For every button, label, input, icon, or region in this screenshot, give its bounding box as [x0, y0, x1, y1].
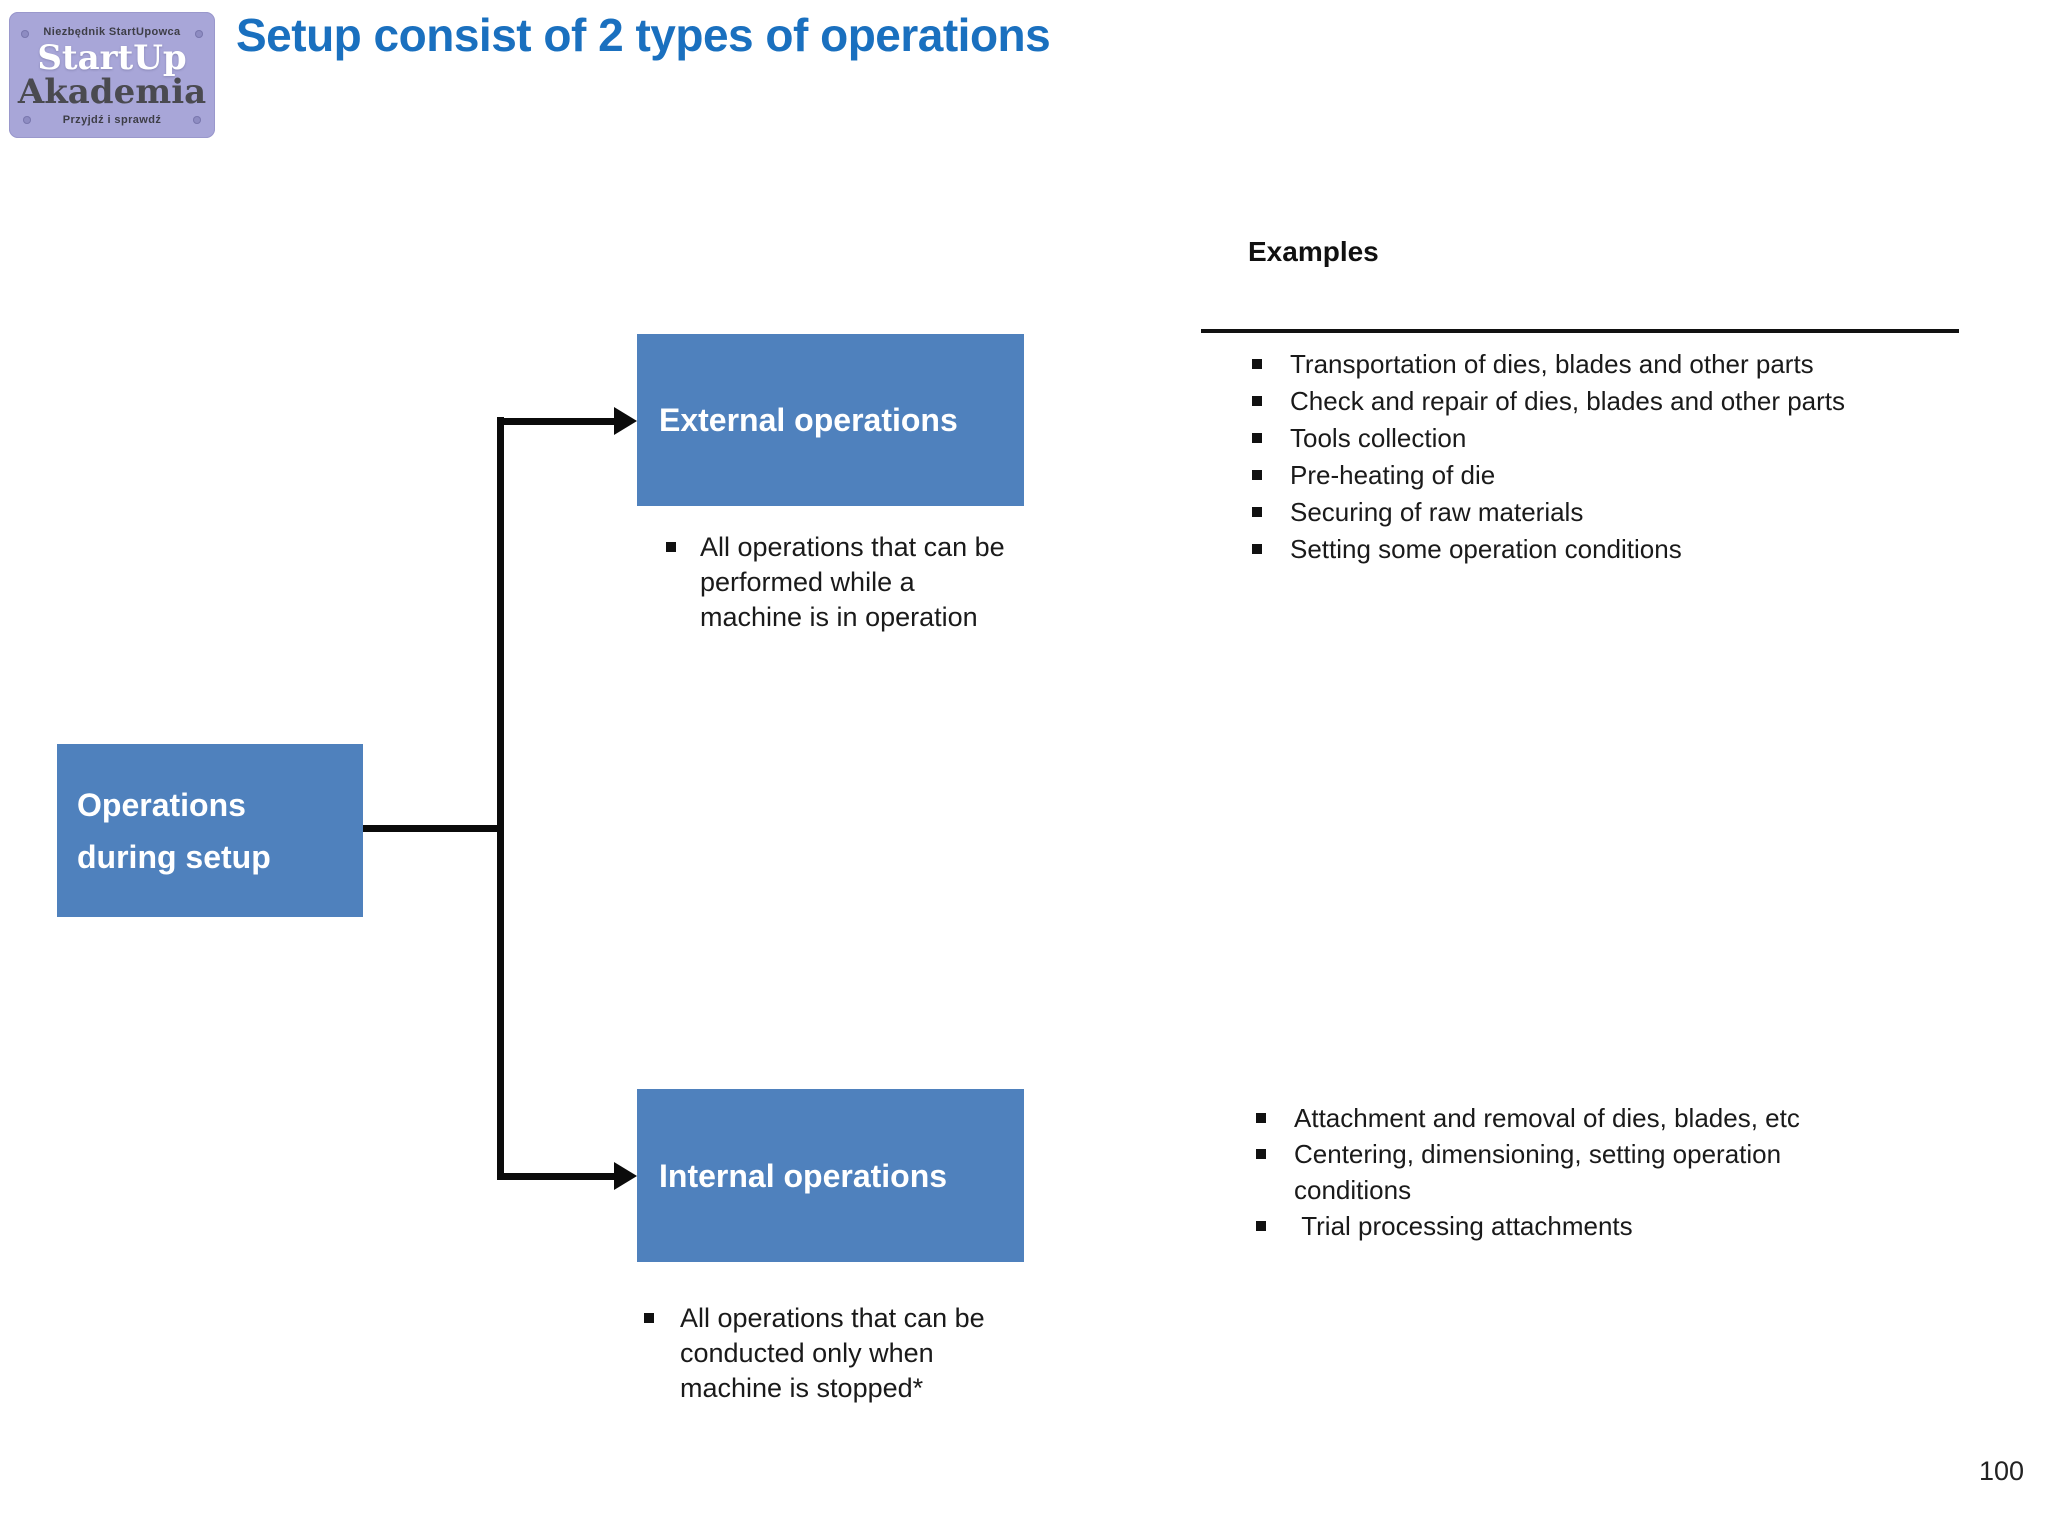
list-item-text: Centering, dimensioning, setting operati…: [1294, 1139, 1789, 1205]
examples-heading: Examples: [1248, 236, 1379, 267]
list-item-text: Transportation of dies, blades and other…: [1290, 349, 1814, 379]
internal-operations-box: Internal operations: [637, 1089, 1024, 1262]
list-item: Setting some operation conditions: [1252, 531, 1952, 568]
page-number: 100: [1978, 1456, 2024, 1486]
logo-tagline: Przyjdź i sprawdź: [62, 114, 162, 126]
connector-internal-horizontal: [500, 1173, 616, 1180]
list-item: Securing of raw materials: [1252, 494, 1952, 531]
connector-vertical: [497, 417, 504, 1180]
bullet-square-icon: [1252, 544, 1262, 554]
operations-during-setup-label: Operations during setup: [77, 786, 271, 875]
logo-sub-text: Akademia: [17, 72, 207, 112]
screw-icon: [23, 116, 31, 124]
list-item-text: Attachment and removal of dies, blades, …: [1294, 1103, 1800, 1133]
internal-operations-label: Internal operations: [659, 1157, 948, 1194]
bullet-square-icon: [1252, 507, 1262, 517]
external-operations-label: External operations: [659, 402, 958, 438]
screw-icon: [21, 30, 29, 38]
examples-list-internal: Attachment and removal of dies, blades, …: [1256, 1100, 1816, 1244]
examples-list-external: Transportation of dies, blades and other…: [1252, 346, 1952, 568]
internal-operations-note: All operations that can be conducted onl…: [644, 1301, 1014, 1406]
bullet-square-icon: [1252, 396, 1262, 406]
list-item: Centering, dimensioning, setting operati…: [1256, 1136, 1816, 1208]
arrowhead-internal-icon: [614, 1162, 637, 1190]
bullet-square-icon: [1252, 359, 1262, 369]
examples-separator-line: [1201, 329, 1959, 333]
bullet-square-icon: [1256, 1113, 1266, 1123]
list-item-text: Securing of raw materials: [1290, 497, 1584, 527]
arrowhead-external-icon: [614, 407, 637, 435]
list-item-text: Check and repair of dies, blades and oth…: [1290, 386, 1846, 416]
startup-akademia-logo: Niezbędnik StartUpowca StartUp Akademia …: [9, 12, 215, 138]
list-item: Pre-heating of die: [1252, 457, 1952, 494]
external-operations-box: External operations: [637, 334, 1024, 506]
list-item: Tools collection: [1252, 420, 1952, 457]
page-title: Setup consist of 2 types of operations: [236, 9, 1051, 61]
screw-icon: [195, 30, 203, 38]
list-item: Check and repair of dies, blades and oth…: [1252, 383, 1952, 420]
bullet-square-icon: [1252, 470, 1262, 480]
bullet-square-icon: [1252, 433, 1262, 443]
external-note-text: All operations that can be performed whi…: [700, 532, 1005, 632]
list-item: Transportation of dies, blades and other…: [1252, 346, 1952, 383]
external-operations-note: All operations that can be performed whi…: [666, 530, 1026, 635]
logo-top-text: Niezbędnik StartUpowca: [43, 26, 181, 38]
connector-root-horizontal: [363, 825, 501, 832]
operations-during-setup-box: Operations during setup: [57, 744, 363, 917]
list-item-text: Pre-heating of die: [1290, 460, 1496, 490]
connector-external-horizontal: [500, 418, 616, 425]
bullet-square-icon: [666, 542, 676, 552]
internal-note-text: All operations that can be conducted onl…: [680, 1303, 985, 1403]
list-item-text: Trial processing attachments: [1294, 1211, 1633, 1241]
list-item-text: Tools collection: [1290, 423, 1467, 453]
bullet-square-icon: [1256, 1149, 1266, 1159]
list-item-text: Setting some operation conditions: [1290, 534, 1682, 564]
screw-icon: [193, 116, 201, 124]
list-item: Trial processing attachments: [1256, 1208, 1816, 1244]
list-item: Attachment and removal of dies, blades, …: [1256, 1100, 1816, 1136]
bullet-square-icon: [1256, 1221, 1266, 1231]
logo-main-text: StartUp: [37, 38, 187, 78]
bullet-square-icon: [644, 1313, 654, 1323]
